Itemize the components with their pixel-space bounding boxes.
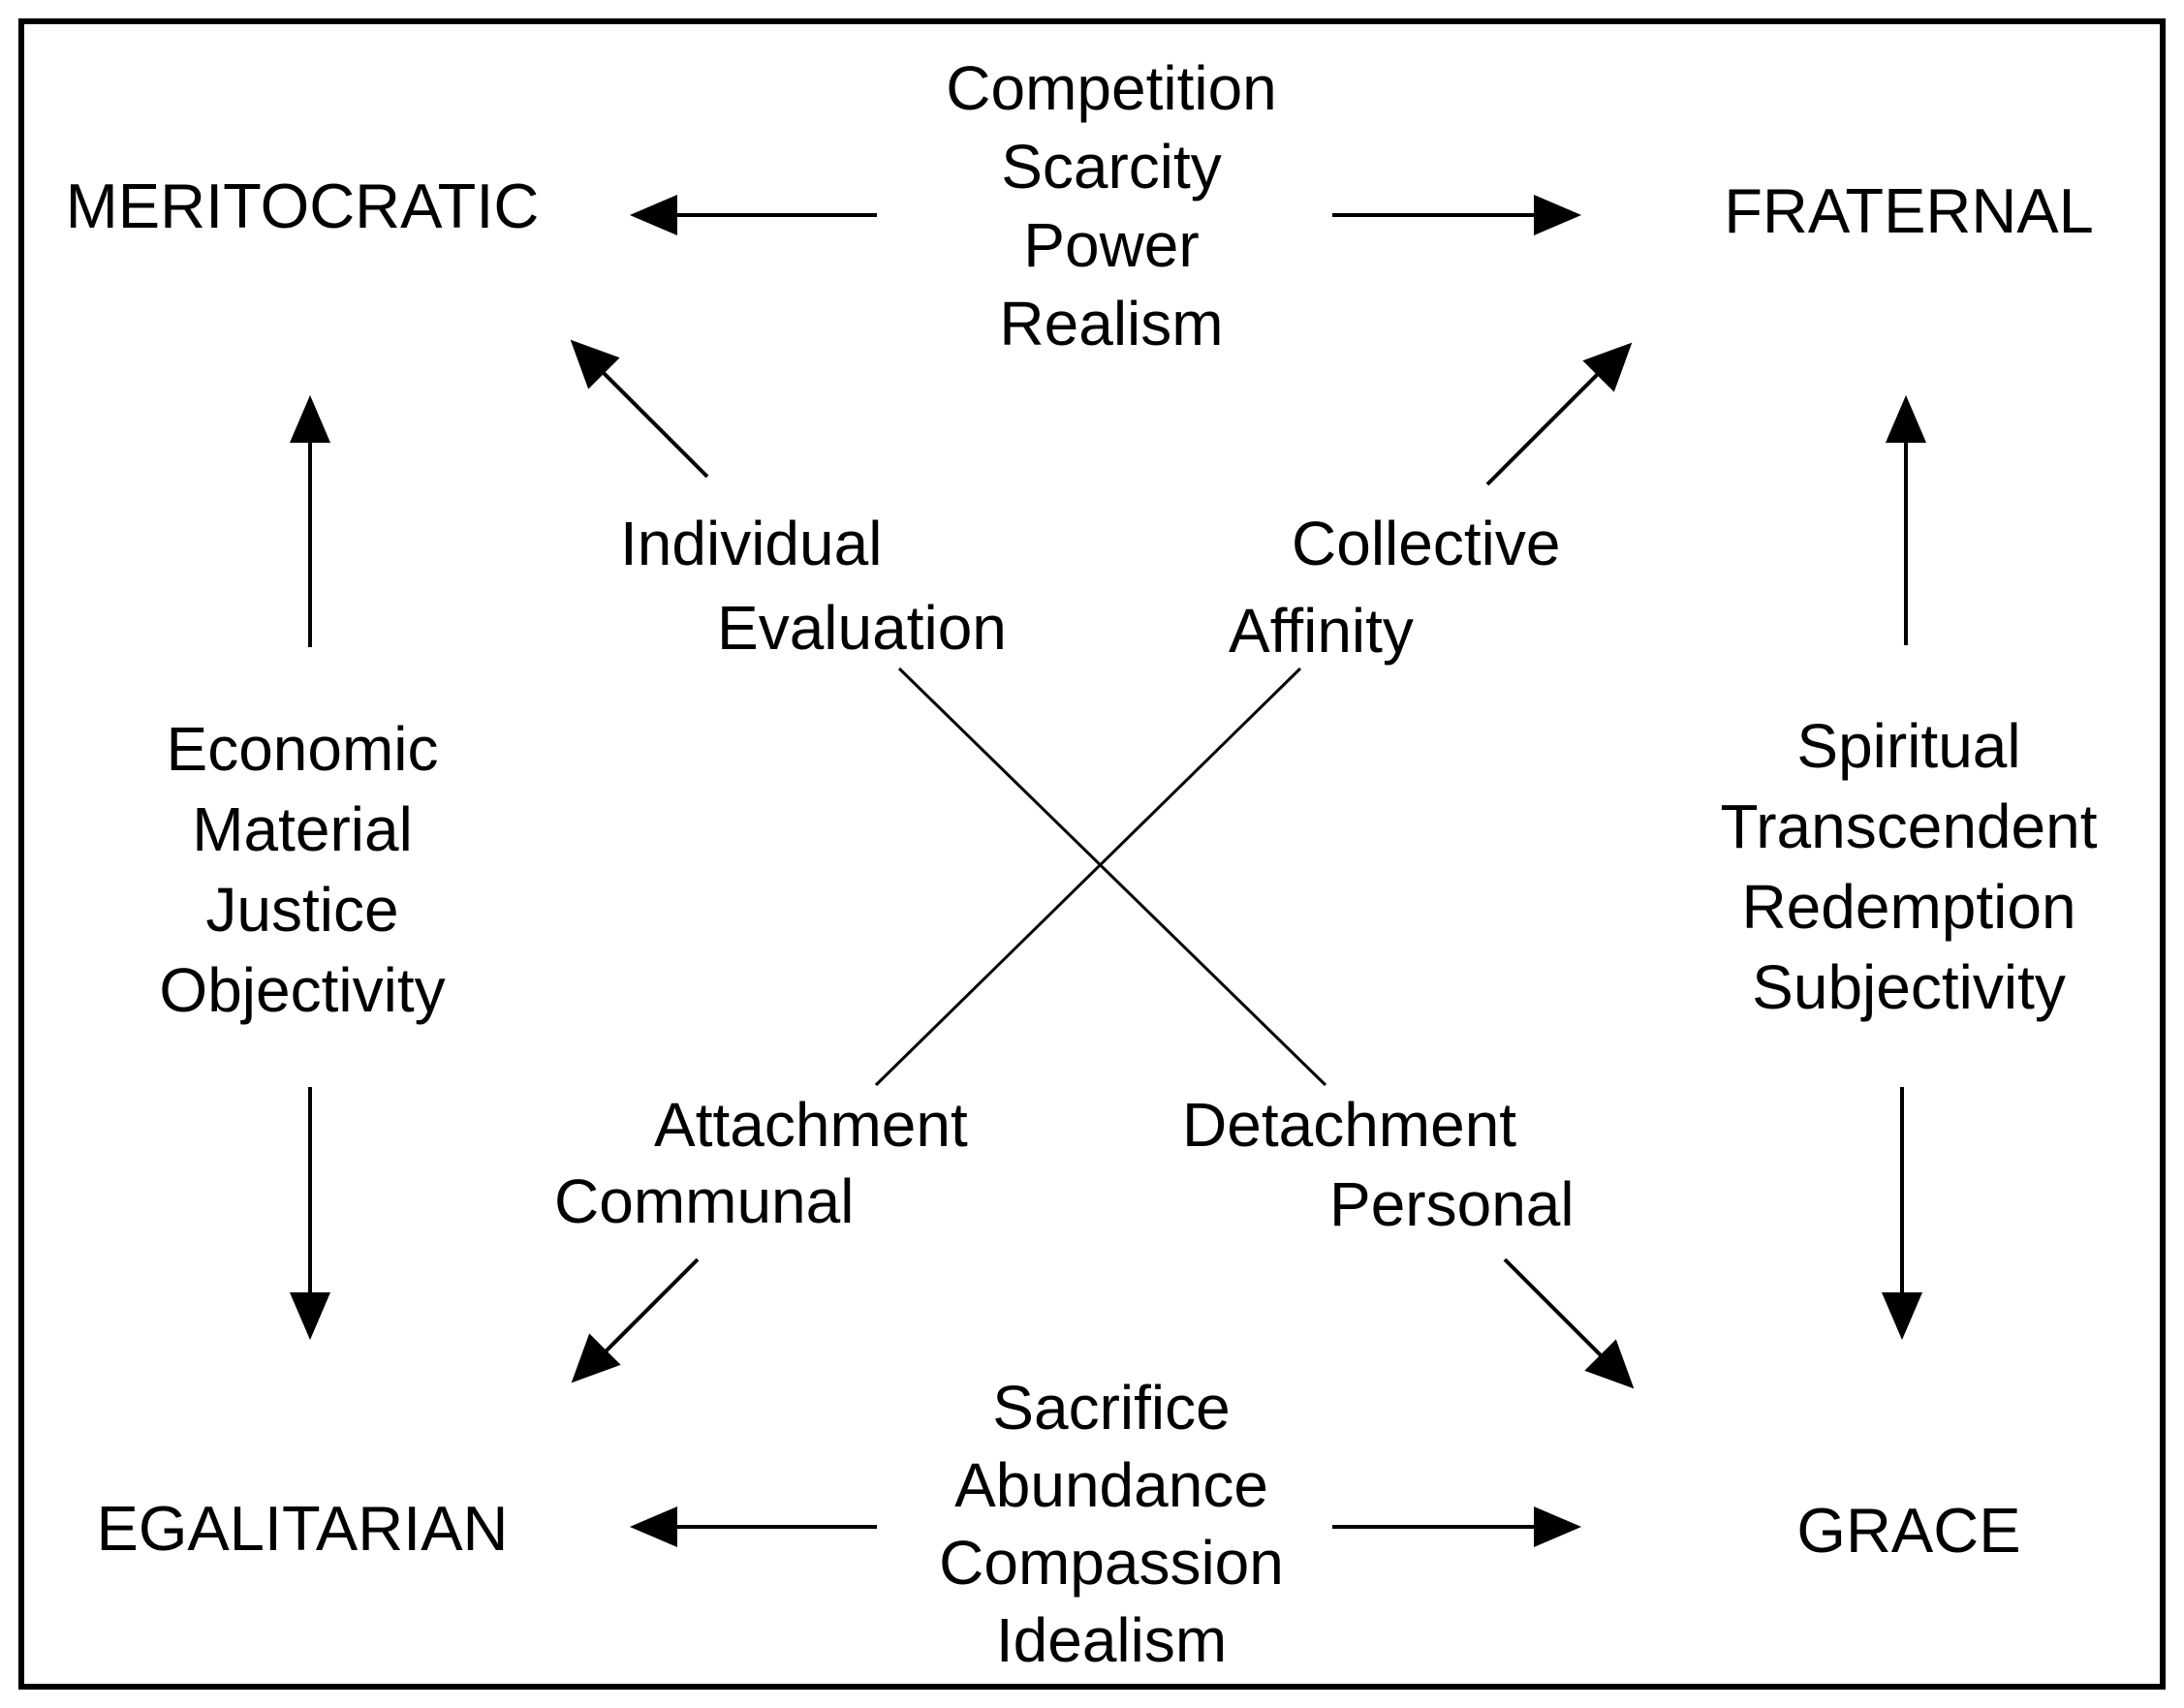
arrowhead-top-left bbox=[629, 194, 677, 236]
term-personal: Personal bbox=[1329, 1169, 1575, 1239]
right-terms: Spiritual Transcendent Redemption Subjec… bbox=[1721, 711, 2098, 1022]
arrow-diag-to-fraternal bbox=[1485, 366, 1606, 486]
corner-grace: GRACE bbox=[1796, 1495, 2020, 1566]
corner-egalitarian: EGALITARIAN bbox=[96, 1493, 508, 1564]
arrowhead-left-down bbox=[289, 1292, 331, 1341]
term-economic: Economic bbox=[167, 714, 439, 784]
term-attachment: Attachment bbox=[654, 1090, 968, 1160]
diagram-border bbox=[18, 18, 2166, 1690]
term-affinity: Affinity bbox=[1229, 596, 1414, 666]
arrowhead-bottom-right bbox=[1534, 1506, 1582, 1548]
bottom-terms: Sacrifice Abundance Compassion Idealism bbox=[939, 1373, 1284, 1675]
term-subjectivity: Subjectivity bbox=[1752, 952, 2066, 1022]
arrowhead-top-right bbox=[1534, 194, 1582, 236]
corner-meritocratic: MERITOCRATIC bbox=[66, 171, 540, 241]
cross-line-affinity-attachment bbox=[874, 667, 1302, 1087]
arrowhead-diag-upper-left bbox=[570, 339, 620, 389]
arrowhead-right-down bbox=[1881, 1292, 1923, 1341]
term-competition: Competition bbox=[946, 53, 1277, 123]
term-detachment: Detachment bbox=[1182, 1090, 1516, 1160]
term-collective: Collective bbox=[1292, 509, 1560, 578]
term-redemption: Redemption bbox=[1741, 872, 2075, 942]
term-sacrifice: Sacrifice bbox=[992, 1373, 1230, 1443]
arrowhead-bottom-left bbox=[629, 1506, 677, 1548]
term-realism: Realism bbox=[999, 289, 1223, 358]
term-scarcity: Scarcity bbox=[1001, 132, 1222, 202]
arrowhead-diag-lower-left bbox=[571, 1333, 621, 1383]
top-terms: Competition Scarcity Power Realism bbox=[946, 53, 1277, 358]
corner-fraternal: FRATERNAL bbox=[1724, 175, 2094, 246]
term-power: Power bbox=[1023, 210, 1199, 280]
term-idealism: Idealism bbox=[996, 1605, 1227, 1675]
left-terms: Economic Material Justice Objectivity bbox=[159, 714, 445, 1025]
term-justice: Justice bbox=[205, 875, 398, 945]
arrowhead-diag-lower-right bbox=[1584, 1339, 1635, 1389]
term-transcendent: Transcendent bbox=[1721, 792, 2098, 861]
term-spiritual: Spiritual bbox=[1796, 711, 2020, 781]
term-evaluation: Evaluation bbox=[717, 593, 1007, 663]
term-compassion: Compassion bbox=[939, 1528, 1284, 1598]
term-objectivity: Objectivity bbox=[159, 955, 445, 1025]
term-communal: Communal bbox=[554, 1166, 854, 1236]
term-individual: Individual bbox=[620, 509, 882, 578]
term-abundance: Abundance bbox=[954, 1450, 1268, 1520]
arrow-diag-to-meritocratic bbox=[594, 363, 709, 479]
arrow-diag-to-egalitarian bbox=[595, 1258, 700, 1362]
cross-line-evaluation-detachment bbox=[897, 667, 1327, 1087]
term-material: Material bbox=[192, 794, 413, 864]
arrowhead-left-up bbox=[289, 394, 331, 443]
arrowhead-diag-upper-right bbox=[1582, 342, 1633, 392]
arrow-diag-to-grace bbox=[1503, 1258, 1610, 1365]
arrowhead-right-up bbox=[1885, 394, 1927, 443]
